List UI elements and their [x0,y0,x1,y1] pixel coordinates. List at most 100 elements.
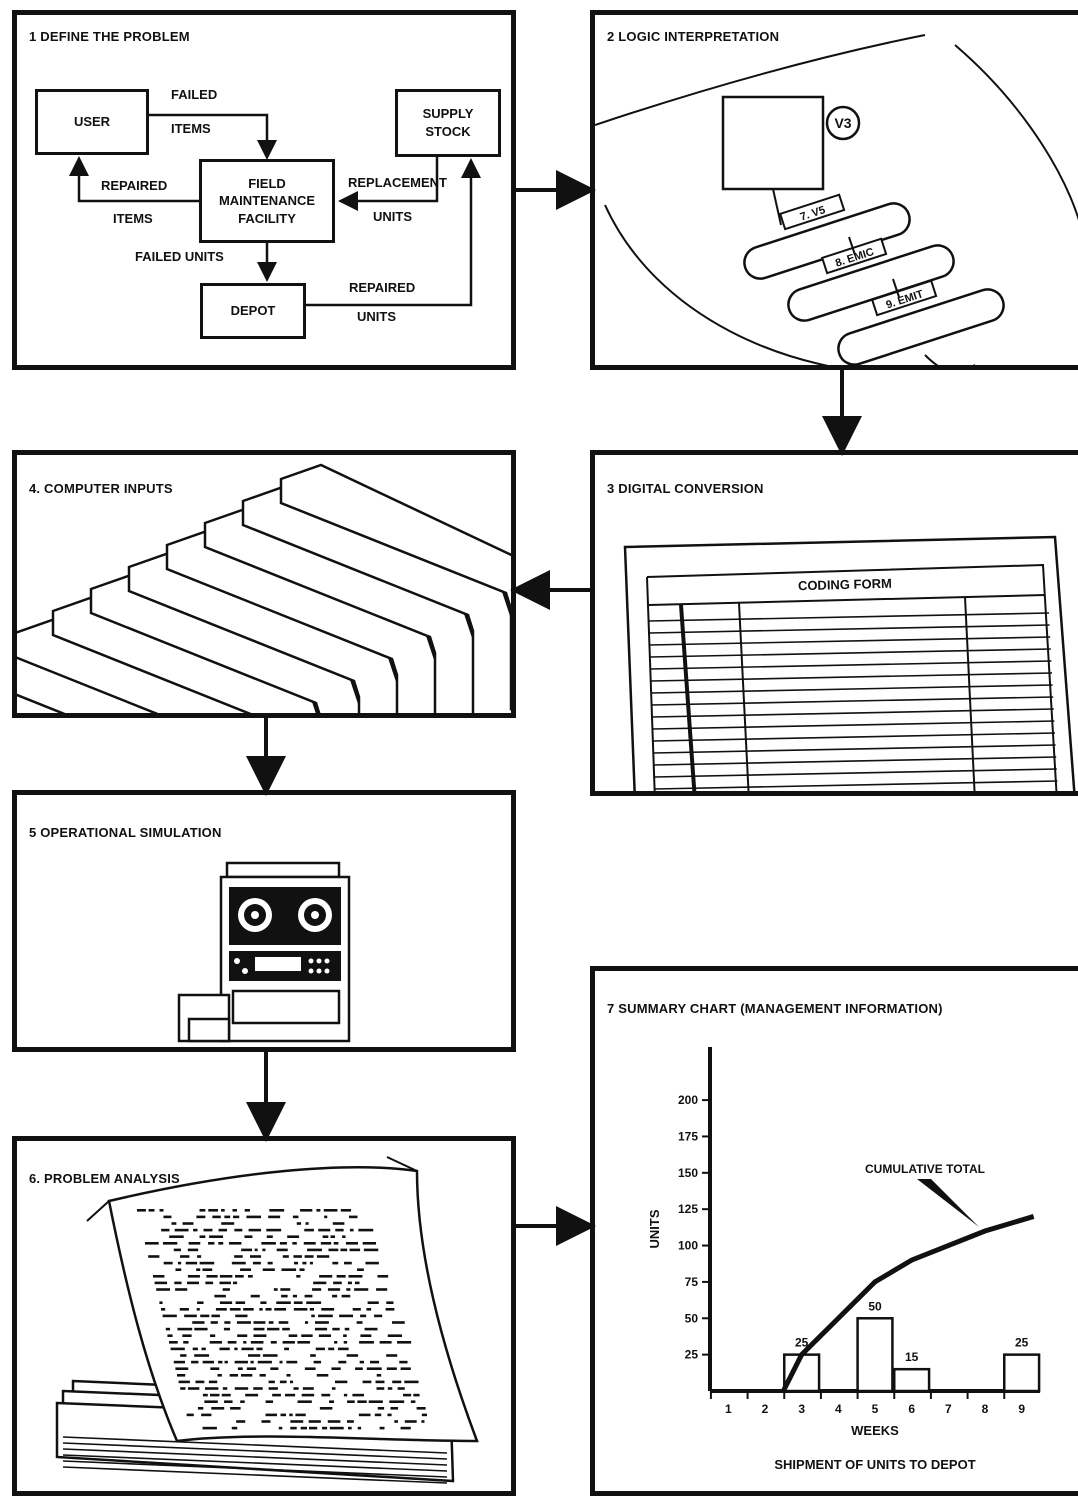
repaired-items-label-1: REPAIRED [101,178,168,193]
curve-arc [924,354,975,365]
printout-mark [204,1387,219,1390]
printout-mark [404,1420,417,1423]
printout-mark [252,1261,261,1265]
printout-mark [338,1360,347,1364]
cumulative-total-annotation: CUMULATIVE TOTAL [865,1162,985,1176]
printout-mark [228,1242,242,1245]
printout-mark [343,1341,348,1344]
printout-mark [293,1308,308,1311]
printout-mark [257,1360,272,1364]
computer-drawing [177,861,351,1043]
printout-mark [169,1341,178,1344]
printout-mark [217,1374,222,1377]
printout-mark [211,1314,220,1318]
printout-mark [318,1228,331,1232]
user-box: USER [35,89,149,155]
printout-mark [377,1275,389,1278]
printout-mark [180,1387,186,1390]
printout-mark [202,1360,214,1364]
panel-operational-simulation: 5 OPERATIONAL SIMULATION [12,790,516,1052]
printout-mark [332,1222,345,1225]
printout-mark [362,1242,377,1245]
printout-mark [262,1354,278,1357]
printout-mark [182,1334,192,1337]
printout-mark [267,1261,273,1265]
printout-mark [276,1248,288,1252]
punch-card [279,463,511,711]
printout-mark [282,1327,290,1331]
printout-mark [282,1255,289,1258]
panel-problem-analysis: 6. PROBLEM ANALYSIS [12,1136,516,1496]
printout-mark [204,1400,218,1403]
x-tick-label: 9 [1018,1402,1025,1416]
printout-mark [421,1420,425,1423]
printout-mark [208,1380,218,1384]
printout-mark [199,1261,215,1265]
printout-mark [358,1228,374,1232]
printout-mark [304,1294,313,1298]
x-tick-label: 8 [982,1402,989,1416]
printout-mark [187,1275,200,1278]
printout-mark [259,1308,263,1311]
printout-mark [210,1321,218,1324]
printout-mark [313,1360,322,1364]
coding-form-title: CODING FORM [798,576,892,593]
y-tick-label: 200 [678,1093,698,1107]
printout-mark [268,1321,274,1324]
printout-mark [333,1242,339,1245]
printout-mark [400,1367,411,1370]
printout-mark [352,1308,361,1311]
printout-mark [340,1209,352,1212]
printout-mark [199,1235,206,1238]
printout-mark [197,1407,204,1410]
replacement-units-label-1: REPLACEMENT [348,175,447,190]
printout-mark [267,1327,280,1331]
printout-mark [234,1255,243,1258]
panel-title: 7 SUMMARY CHART (MANAGEMENT INFORMATION) [607,1001,943,1016]
printout-mark [244,1235,253,1238]
printout-mark [360,1334,372,1337]
printout-mark [194,1327,208,1331]
printout-mark [354,1288,369,1291]
printout-mark [195,1380,205,1384]
printout-mark [174,1281,182,1285]
printout-mark [374,1413,382,1417]
printout-mark [229,1308,241,1311]
printout-mark [165,1327,171,1331]
printout-mark [268,1380,275,1384]
printout-mark [299,1268,305,1271]
printout-mark [268,1387,278,1390]
printout-mark [290,1426,297,1430]
printout-mark [340,1248,348,1252]
panel-logic-interpretation: V3 7. V5 8. EMIC 9. EMIT 2 LOGIC INTERPR… [590,10,1078,370]
printout-mark [250,1294,260,1298]
printout-mark [234,1228,243,1232]
printout-mark [265,1413,278,1417]
printout-mark [234,1387,249,1390]
printout-mark [170,1347,185,1351]
printout-mark [376,1374,382,1377]
printout-mark [286,1374,291,1377]
printout-mark [365,1261,379,1265]
panel-computer-inputs: 4. COMPUTER INPUTS [12,450,516,718]
failed-items-label-2: ITEMS [171,121,211,136]
printout-mark [387,1413,392,1417]
bar-label: 25 [795,1336,809,1350]
printout-mark [221,1393,231,1397]
printout-mark [355,1367,363,1370]
printout-mark [177,1261,182,1265]
printout-mark [209,1334,216,1337]
printout-mark [240,1374,253,1377]
printout-mark [346,1354,359,1357]
bar-label: 25 [1015,1336,1029,1350]
printout-mark [262,1268,275,1271]
panel-digital-conversion: CODING FORM 3 DIGITAL CONVERSION [590,450,1078,796]
printout-mark [210,1393,220,1397]
printout-mark [250,1360,254,1364]
printout-mark [364,1327,378,1331]
printout-mark [156,1288,171,1291]
y-axis-label: UNITS [647,1209,662,1248]
printout-mark [363,1248,379,1252]
printout-mark [376,1387,385,1390]
